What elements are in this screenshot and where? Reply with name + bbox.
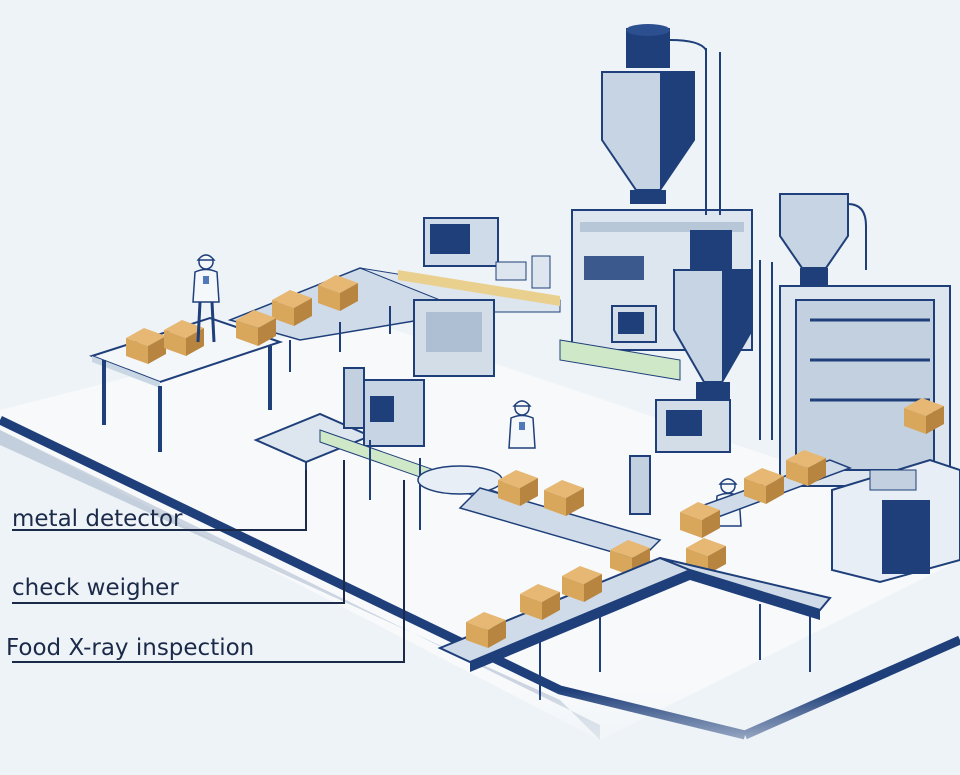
silo-icon (601, 24, 695, 204)
inspection-line (253, 367, 651, 530)
monitor-icon (370, 396, 394, 422)
callout-lines (12, 460, 405, 663)
front-conveyor (437, 556, 832, 700)
metal-detector-label: metal detector (12, 506, 183, 532)
packing-table (88, 254, 284, 452)
monitor-icon (618, 312, 644, 334)
worker-icon (192, 254, 220, 343)
silo-icon (779, 193, 867, 286)
silo-icon (673, 230, 773, 440)
check-weigher-label: check weigher (12, 575, 179, 601)
control-cabinet (831, 458, 960, 584)
control-station (559, 305, 731, 453)
xray-inspection-label: Food X-ray inspection (6, 635, 254, 661)
monitor-icon (666, 410, 702, 436)
right-conveyor (680, 450, 853, 538)
packing-conveyor (458, 400, 742, 576)
packaging-machine (398, 217, 560, 377)
